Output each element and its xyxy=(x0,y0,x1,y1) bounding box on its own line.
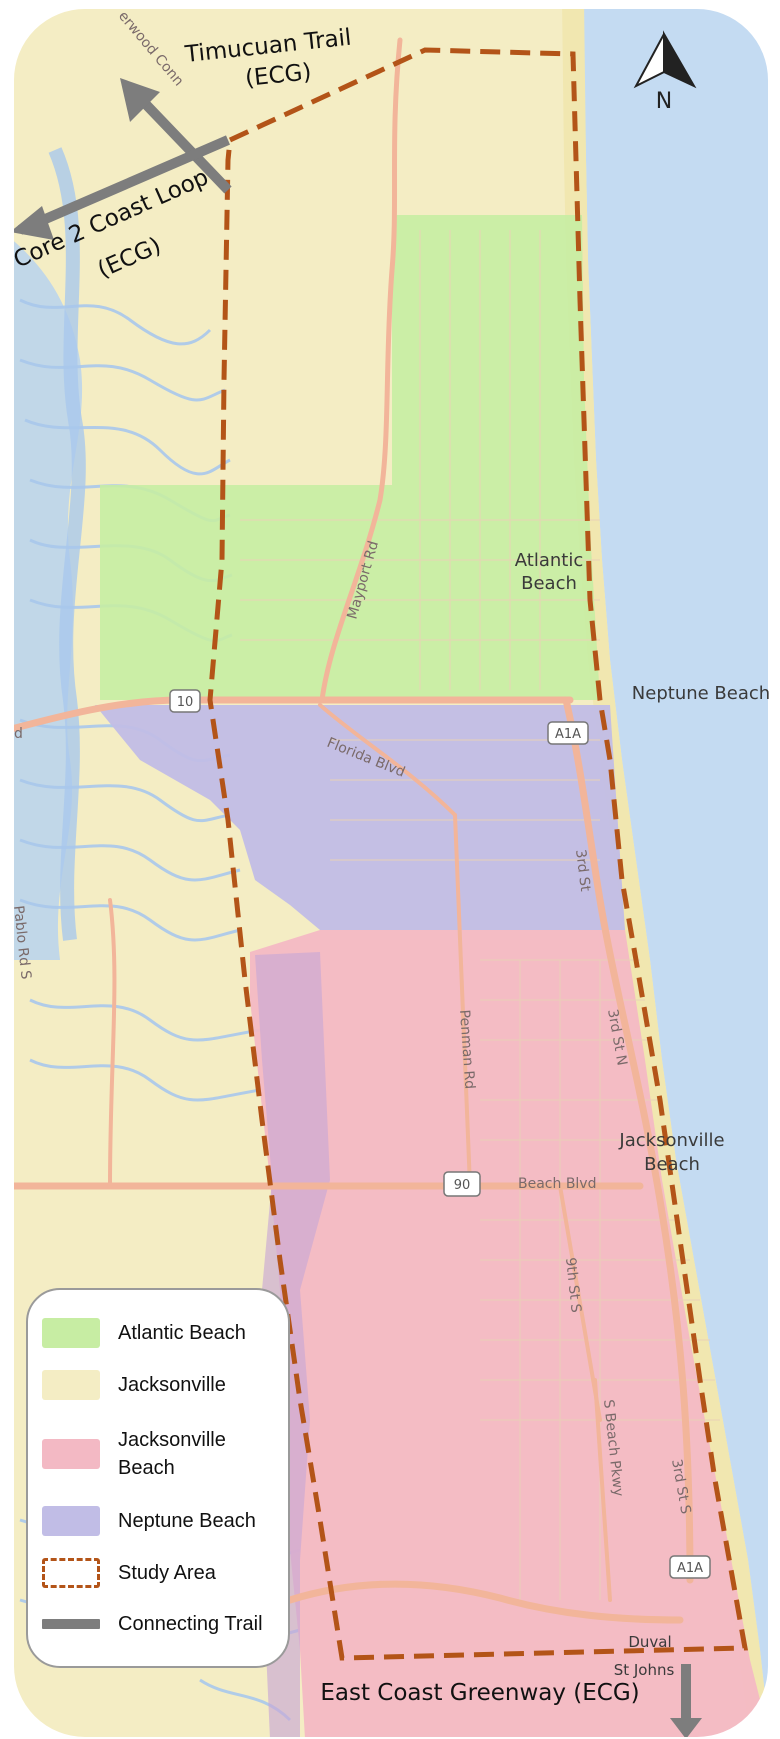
atlantic-ocean xyxy=(582,8,769,1738)
svg-text:10: 10 xyxy=(177,695,194,710)
penman-rd-label: Penman Rd xyxy=(456,1009,478,1090)
arrow-head-west xyxy=(13,206,54,240)
legend-label: Atlantic Beach xyxy=(118,1322,246,1344)
study-area-dashed-swatch-icon xyxy=(42,1558,100,1588)
pablo-rd-label: Pablo Rd S xyxy=(10,905,34,981)
jacksonville-swatch-icon xyxy=(42,1370,100,1400)
street-grid xyxy=(240,230,720,1600)
study-area-boundary xyxy=(207,47,748,1661)
legend-item-connecting-trail: Connecting Trail xyxy=(42,1610,282,1638)
road-west-hook xyxy=(108,898,117,1188)
route-90-shield: 90 xyxy=(443,1171,481,1197)
river-channel xyxy=(48,147,86,941)
legend-item-atlantic-beach: Atlantic Beach xyxy=(42,1318,282,1348)
legend-label: Jacksonville xyxy=(118,1374,226,1396)
road-florida-blvd xyxy=(318,703,457,817)
road-j-turner-butler xyxy=(286,1580,684,1624)
left-edge-road-label: d xyxy=(14,726,23,742)
legend-label: Jacksonville Beach xyxy=(118,1429,226,1479)
road-mayport-rd xyxy=(319,37,403,703)
legend-item-jacksonville: Jacksonville xyxy=(42,1370,282,1400)
road-penman-rd xyxy=(453,813,472,1188)
a1a-north-shield: A1A xyxy=(547,721,589,745)
atlantic-beach-area xyxy=(100,215,600,700)
connecting-trail-line-swatch-icon xyxy=(42,1619,100,1629)
jacksonville-beach-label-line2: Beach xyxy=(644,1154,700,1175)
neptune-beach-swatch-icon xyxy=(42,1506,100,1536)
svg-text:90: 90 xyxy=(454,1178,471,1193)
atlantic-beach-label-line1: Atlantic xyxy=(515,550,583,571)
a1a-south-shield: A1A xyxy=(669,1555,711,1579)
svg-text:A1A: A1A xyxy=(555,727,581,742)
intracoastal-waterway xyxy=(13,230,83,960)
beach-blvd-label: Beach Blvd xyxy=(518,1176,596,1192)
svg-text:A1A: A1A xyxy=(677,1561,703,1576)
jacksonville-beach-label-line1: Jacksonville xyxy=(618,1130,724,1151)
legend-label: Neptune Beach xyxy=(118,1510,256,1532)
atlantic-beach-label-line2: Beach xyxy=(521,573,577,594)
atlantic-beach-swatch-icon xyxy=(42,1318,100,1348)
arrow-head-northwest xyxy=(120,78,160,122)
north-label: N xyxy=(656,89,672,114)
jacksonville-beach-swatch-icon xyxy=(42,1439,100,1469)
st-johns-label: St Johns xyxy=(614,1661,675,1679)
road-third-st xyxy=(562,696,694,1584)
third-st-label: 3rd St xyxy=(572,849,593,893)
north-arrow-icon: N xyxy=(633,30,697,114)
map-legend: Atlantic Beach Jacksonville Jacksonville… xyxy=(26,1288,290,1668)
jacksonville-beach-area xyxy=(250,930,769,1738)
legend-item-jacksonville-beach: Jacksonville Beach xyxy=(42,1426,282,1482)
route-10-shield: 10 xyxy=(169,689,201,713)
ninth-st-s-label: 9th St S xyxy=(562,1257,584,1314)
legend-item-study-area: Study Area xyxy=(42,1558,282,1588)
duval-label: Duval xyxy=(628,1633,671,1651)
arrow-head-south xyxy=(670,1718,702,1738)
road-beach-pkwy xyxy=(593,1378,612,1602)
legend-label: Connecting Trail xyxy=(118,1613,263,1635)
legend-item-neptune-beach: Neptune Beach xyxy=(42,1506,282,1536)
connecting-trail-arrows xyxy=(13,78,702,1738)
beach-strip xyxy=(562,8,769,1738)
neptune-beach-area xyxy=(95,705,625,930)
legend-label: Study Area xyxy=(118,1562,216,1584)
ecg-south-label: East Coast Greenway (ECG) xyxy=(320,1680,639,1706)
map-frame-outline xyxy=(12,7,770,1739)
neptune-beach-label: Neptune Beach xyxy=(632,683,770,704)
